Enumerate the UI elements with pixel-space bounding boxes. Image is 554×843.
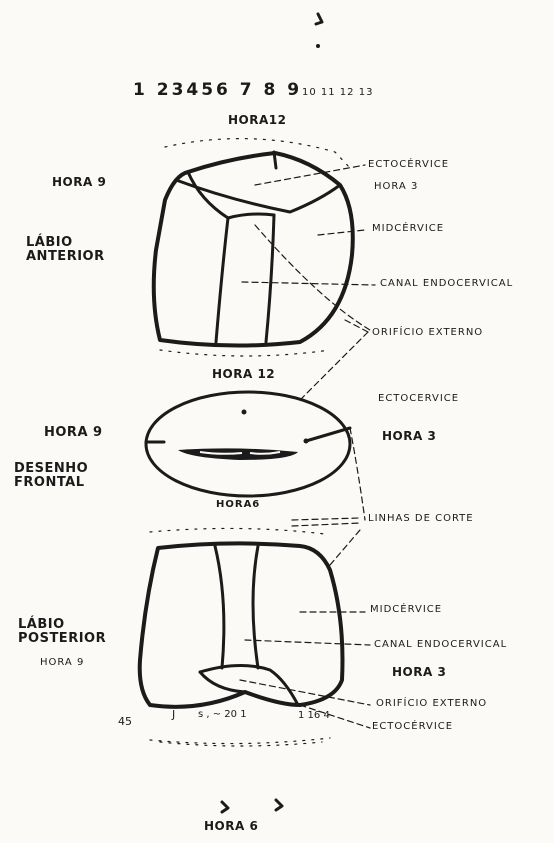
linhas-de-corte-label: LINHAS DE CORTE [368,514,474,525]
midcervice-top-label: MIDCÉRVICE [372,224,444,235]
svg-text:s , ~ 20 1: s , ~ 20 1 [198,709,247,720]
hora-3-bottom-label: HORA 3 [392,666,446,679]
labio-anterior-label: LÁBIO ANTERIOR [26,236,105,263]
midcervice-bottom-label: MIDCÉRVICE [370,605,442,616]
hour-numbers-label: 1 23456 7 8 9 [133,82,302,100]
canal-endocervical-top-label: CANAL ENDOCERVICAL [380,279,513,290]
labio-posterior-label: LÁBIO POSTERIOR [18,618,106,645]
stray-mark [316,14,322,24]
hora-6-mid-label: HORA6 [216,500,260,511]
hora-9-bottom-label: HORA 9 [40,658,84,669]
desenho-frontal-label: DESENHO FRONTAL [14,462,88,489]
hora-9-top-label: HORA 9 [52,176,106,189]
svg-text:1 16 4: 1 16 4 [298,710,330,721]
canal-endocervical-bottom-label: CANAL ENDOCERVICAL [374,640,507,651]
orificio-externo-bottom-label: ORIFÍCIO EXTERNO [376,699,487,710]
ectocervice-top-label: ECTOCÉRVICE [368,160,449,171]
stray-mark-bottom-b [276,800,282,810]
svg-text:J: J [171,708,175,721]
hora-12-mid-label: HORA 12 [212,368,275,381]
frontal-view-drawing [146,392,350,496]
hora-3-mid-label: HORA 3 [382,430,436,443]
hora-9-mid-label: HORA 9 [44,426,103,440]
ectocervice-bottom-label: ECTOCÉRVICE [372,722,453,733]
hora-3-top-label: HORA 3 [374,182,418,193]
leader-lines-top [242,165,375,400]
hora-12-top-label: HORA12 [228,114,286,127]
ectocervice-mid-label: ECTOCERVICE [378,394,459,405]
stray-dot [316,44,320,48]
orificio-externo-top-label: ORIFÍCIO EXTERNO [372,328,483,339]
anterior-lip-drawing [154,139,353,356]
hora-6-bottom-label: HORA 6 [204,820,258,833]
svg-text:45: 45 [118,715,132,728]
stray-mark-bottom-a [222,802,228,812]
hour-numbers-small-label: 10 11 12 13 [302,88,373,99]
